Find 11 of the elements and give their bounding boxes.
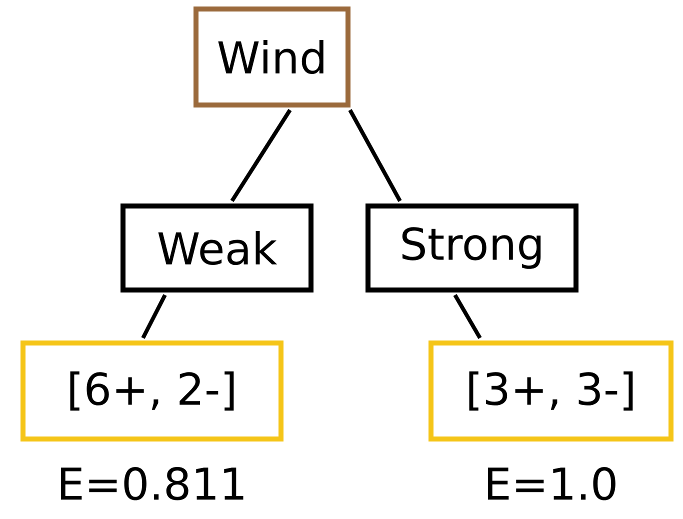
tree-branch xyxy=(141,294,167,339)
attribute-value-box: Strong xyxy=(366,204,578,292)
tree-branch xyxy=(453,294,482,339)
tree-branch xyxy=(230,108,292,202)
sample-count-box: [6+, 2-] xyxy=(20,340,284,442)
sample-count-box: [3+, 3-] xyxy=(428,340,674,442)
attribute-value-box: Weak xyxy=(120,204,314,292)
root-box: Wind xyxy=(194,6,350,108)
entropy-label: E=1.0 xyxy=(488,467,616,500)
entropy-label: E=0.811 xyxy=(61,467,244,500)
tree-branch xyxy=(348,109,402,202)
